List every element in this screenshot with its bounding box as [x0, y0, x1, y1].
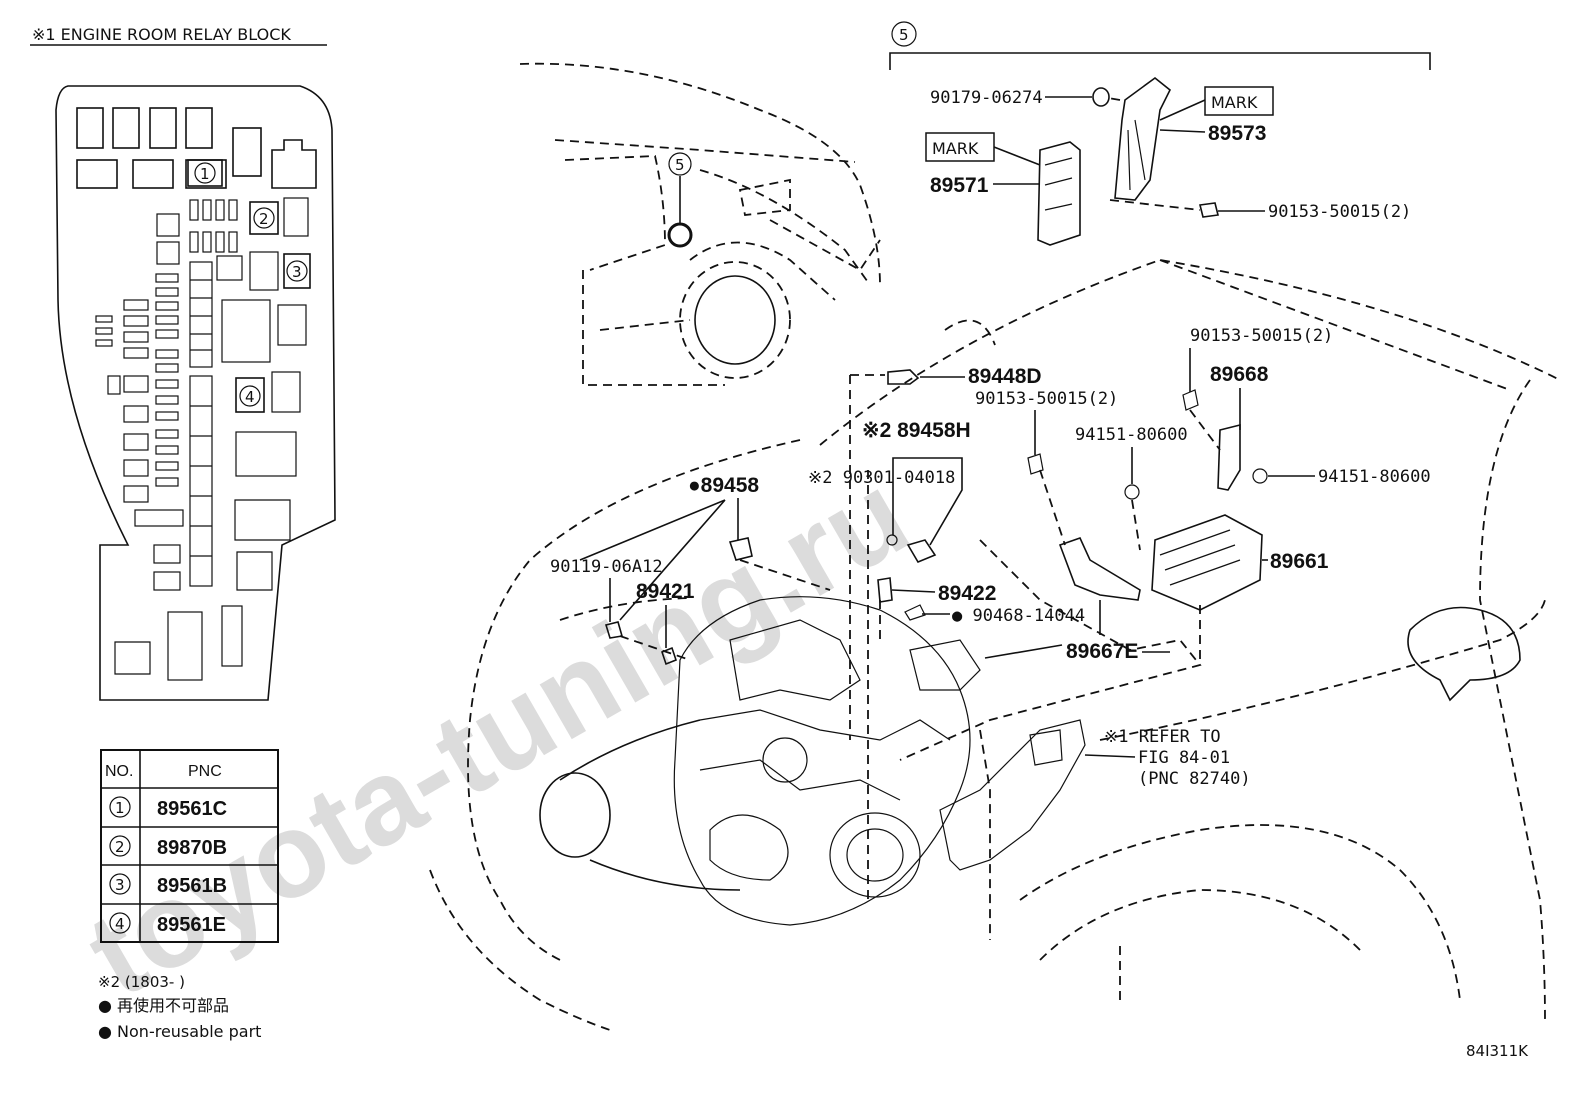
label-90468-14044: ● 90468-14044 [952, 606, 1085, 626]
rear-ecu-parts [1037, 76, 1219, 246]
label-89421: 89421 [636, 580, 695, 603]
pnc-value: 89870B [157, 837, 227, 859]
svg-text:4: 4 [115, 915, 125, 933]
label-89668: 89668 [1210, 363, 1269, 386]
relay-pos-4: 4 [245, 388, 255, 406]
table-row: 2 89870B [109, 835, 227, 859]
label-90301-04018: ※2 90301-04018 [808, 468, 955, 488]
car-rear-illustration: 5 [519, 62, 881, 386]
relay-block-outline: 1 2 3 4 [55, 85, 336, 701]
label-94151-80600-a: 94151-80600 [1075, 425, 1188, 445]
label-89661: 89661 [1270, 550, 1329, 573]
legend-non-reusable-en: ● Non-reusable part [98, 1022, 261, 1041]
svg-text:3: 3 [115, 876, 125, 894]
legend-note2: ※2 (1803- ) [98, 973, 185, 991]
figure-id: 84I311K [1466, 1042, 1529, 1060]
svg-text:1: 1 [115, 799, 125, 817]
label-mark-1: MARK [1211, 93, 1258, 112]
front-car-illustration [429, 259, 1561, 1031]
pnc-header-pnc: PNC [188, 763, 222, 780]
table-row: 1 89561C [109, 796, 227, 820]
label-90179-06274: 90179-06274 [930, 88, 1043, 108]
pnc-header-no: NO. [105, 763, 133, 780]
label-90153-50015-c: 90153-50015(2) [975, 389, 1118, 409]
group-marker-5: 5 [899, 26, 909, 44]
label-89573: 89573 [1208, 122, 1266, 145]
label-refer-1: ※1 REFER TO [1104, 727, 1221, 747]
table-row: 3 89561B [109, 873, 227, 897]
label-94151-80600-b: 94151-80600 [1318, 467, 1431, 487]
label-89458: ●89458 [688, 474, 759, 497]
legend-non-reusable-jp: ● 再使用不可部品 [98, 996, 229, 1015]
label-90119-06a12: 90119-06A12 [550, 557, 663, 577]
pnc-table: NO. PNC 1 89561C 2 89870B 3 89561B 4 895… [100, 749, 279, 943]
relay-pos-1: 1 [200, 165, 210, 183]
watermark: toyota-tuning.ru [66, 447, 930, 1023]
sensor-parts [604, 369, 991, 940]
engine-ecu-parts [1027, 389, 1268, 665]
relay-pos-3: 3 [292, 263, 302, 281]
label-89458h: ※2 89458H [862, 419, 971, 442]
relay-block-title: ※1 ENGINE ROOM RELAY BLOCK [32, 25, 291, 44]
label-mark-2: MARK [932, 139, 979, 158]
label-90153-50015-a: 90153-50015(2) [1268, 202, 1411, 222]
table-row: 4 89561E [109, 912, 226, 936]
label-89667e: 89667E [1066, 640, 1138, 663]
svg-text:2: 2 [115, 838, 125, 856]
pnc-value: 89561B [157, 875, 227, 897]
label-89448d: 89448D [968, 365, 1042, 388]
pnc-value: 89561C [157, 798, 227, 820]
car-marker-5: 5 [675, 156, 685, 174]
label-refer-2: FIG 84-01 [1138, 748, 1230, 768]
relay-pos-2: 2 [259, 210, 269, 228]
label-refer-3: (PNC 82740) [1138, 769, 1251, 789]
label-89422: 89422 [938, 582, 996, 605]
label-89571: 89571 [930, 174, 989, 197]
pnc-value: 89561E [157, 914, 226, 936]
label-90153-50015-b: 90153-50015(2) [1190, 326, 1333, 346]
